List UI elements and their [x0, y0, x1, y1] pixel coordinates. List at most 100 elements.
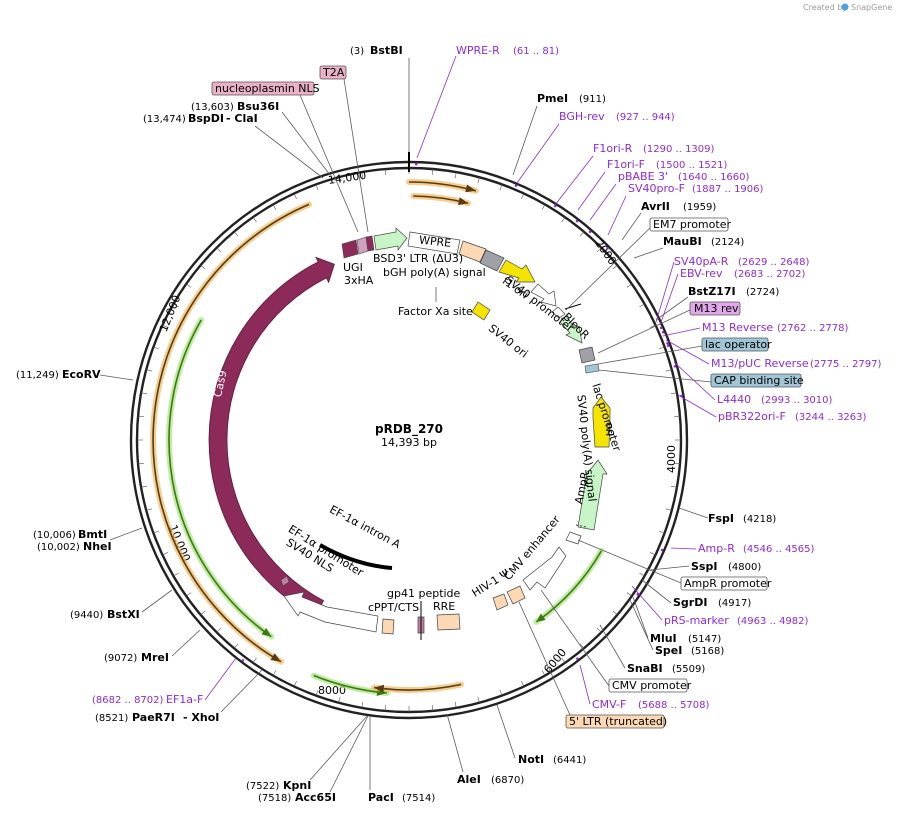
minor-tick: [141, 485, 148, 488]
primer-tick: [660, 548, 664, 552]
primer-ef1a-f-coord: (8682 .. 8702): [92, 695, 164, 706]
em7-shape: [551, 306, 566, 319]
site-paci-coord: (7514): [402, 793, 435, 804]
site-mlui-lead: [632, 596, 649, 639]
minor-tick: [186, 592, 192, 597]
minor-tick: [216, 247, 222, 253]
cap-box: [710, 373, 802, 388]
minor-tick: [216, 627, 222, 633]
site-acc65i-coord: (7518): [258, 793, 291, 804]
primer-sv40pro-f: SV40pro-F: [628, 182, 685, 195]
ha3-label: 3xHA: [344, 274, 374, 287]
site-snabi-lead: [599, 624, 626, 669]
t2a-lead: [343, 78, 369, 233]
minor-tick: [639, 572, 645, 577]
site-pmei-lead: [512, 105, 538, 176]
primer-sv40pa-r: SV40pA-R: [674, 255, 729, 268]
site-acc65i: Acc65I: [295, 791, 336, 804]
minor-tick: [138, 462, 145, 465]
site-kpni: KpnI: [283, 779, 311, 792]
wpre-label: WPRE: [418, 234, 451, 250]
site-bstxi: BstXI: [107, 608, 140, 621]
em7-box: [649, 217, 729, 232]
site-fspi-lead: [678, 507, 709, 519]
site-bsu36i-coord: (13,603): [191, 102, 234, 113]
primer-tick: [588, 230, 592, 234]
primer-f1ori-r-coord: (1290 .. 1309): [643, 144, 715, 155]
site-mrei-lead: [171, 629, 201, 657]
t2a-box: [319, 65, 347, 80]
sv40ori-shape: [471, 301, 491, 321]
primer-bgh-rev: BGH-rev: [559, 110, 605, 123]
site-snabi-coord: (5509): [672, 664, 705, 675]
primer-m13puc-reverse-lead: [665, 339, 710, 365]
minor-tick: [252, 217, 257, 223]
site-nhei-coord: (10,002): [37, 542, 80, 553]
bgh-label: bGH poly(A) signal: [383, 266, 486, 279]
primer-f1ori-r-lead: [554, 155, 594, 206]
minor-tick: [293, 680, 297, 687]
minor-tick: [454, 701, 457, 708]
primer-tick: [666, 342, 669, 345]
site-clai: - ClaI: [226, 112, 258, 125]
minor-tick: [173, 303, 179, 308]
site-bsu36i-lead: [281, 111, 331, 176]
site-avrii: AvrII: [641, 200, 670, 213]
minor-tick: [521, 680, 525, 687]
em7-box-label: EM7 promoter: [653, 218, 731, 231]
site-ecorv: EcoRV: [62, 368, 101, 381]
minor-tick: [477, 696, 480, 703]
minor-tick: [612, 264, 618, 270]
site-sgrdi: SgrDI: [673, 596, 707, 609]
minor-tick: [233, 643, 239, 649]
site-paci: PacI: [368, 791, 394, 804]
minor-tick: [521, 193, 525, 200]
minor-tick: [649, 552, 656, 556]
site-paer7i-lead: [220, 669, 263, 713]
site-acc65i-lead: [329, 715, 369, 793]
minor-tick: [579, 231, 585, 237]
minor-tick: [200, 264, 206, 270]
site-ecorv-coord: (11,249): [16, 370, 59, 381]
minor-tick: [499, 184, 503, 191]
primer-pbabe3: pBABE 3': [618, 170, 668, 183]
primer-f1ori-f-coord: (1500 .. 1521): [656, 160, 728, 171]
rre-shape: [436, 613, 461, 631]
minor-tick: [141, 392, 148, 395]
primer-amp-r-coord: (4546 .. 4565): [743, 544, 815, 555]
site-pmei: PmeI: [537, 92, 568, 105]
m13rev-box: [689, 301, 741, 316]
site-bstz17i: BstZ17I: [688, 285, 736, 298]
inner-feature-labels: WPRE UGI BSD 3xHA 3' LTR (ΔU3) bGH poly(…: [284, 234, 624, 614]
orf-arc-bottom-orange-head: [374, 684, 385, 693]
primer-tick: [576, 657, 579, 660]
ampr-dash: [575, 524, 587, 528]
t2a-box-label: T2A: [322, 66, 345, 79]
sv40nls-shape: [280, 575, 290, 587]
primer-ticks: [241, 162, 683, 662]
ampr-arrow: [577, 459, 608, 531]
minor-tick: [499, 689, 503, 696]
minor-tick: [626, 592, 632, 597]
site-maubi: MauBI: [663, 235, 702, 248]
site-bspdi-coord: (13,474): [143, 114, 186, 125]
cppt-shape: [381, 618, 395, 635]
cmv-enhancer-arrow: [522, 546, 567, 591]
ltr5-shape: [506, 585, 526, 605]
site-bmti: BmtI: [78, 528, 107, 541]
site-ecorv-lead: [99, 374, 134, 381]
plasmid-size: 14,393 bp: [381, 436, 437, 449]
minor-tick: [665, 369, 672, 372]
sv40-promoter-arrow: [530, 283, 557, 307]
primer-m13puc-reverse-coord: (2775 .. 2797): [810, 359, 882, 370]
primer-tick: [667, 344, 670, 347]
minor-tick: [272, 670, 277, 676]
minor-tick: [596, 627, 602, 633]
site-noti-coord: (6441): [553, 755, 586, 766]
site-sspi-coord: (4800): [728, 562, 761, 573]
sv40-promoter-label: SV40 promoter: [503, 273, 577, 335]
minor-tick: [579, 643, 585, 649]
primer-l4440: L4440: [717, 393, 751, 406]
primer-tick: [575, 219, 579, 223]
primer-amp-r-lead: [670, 547, 697, 550]
